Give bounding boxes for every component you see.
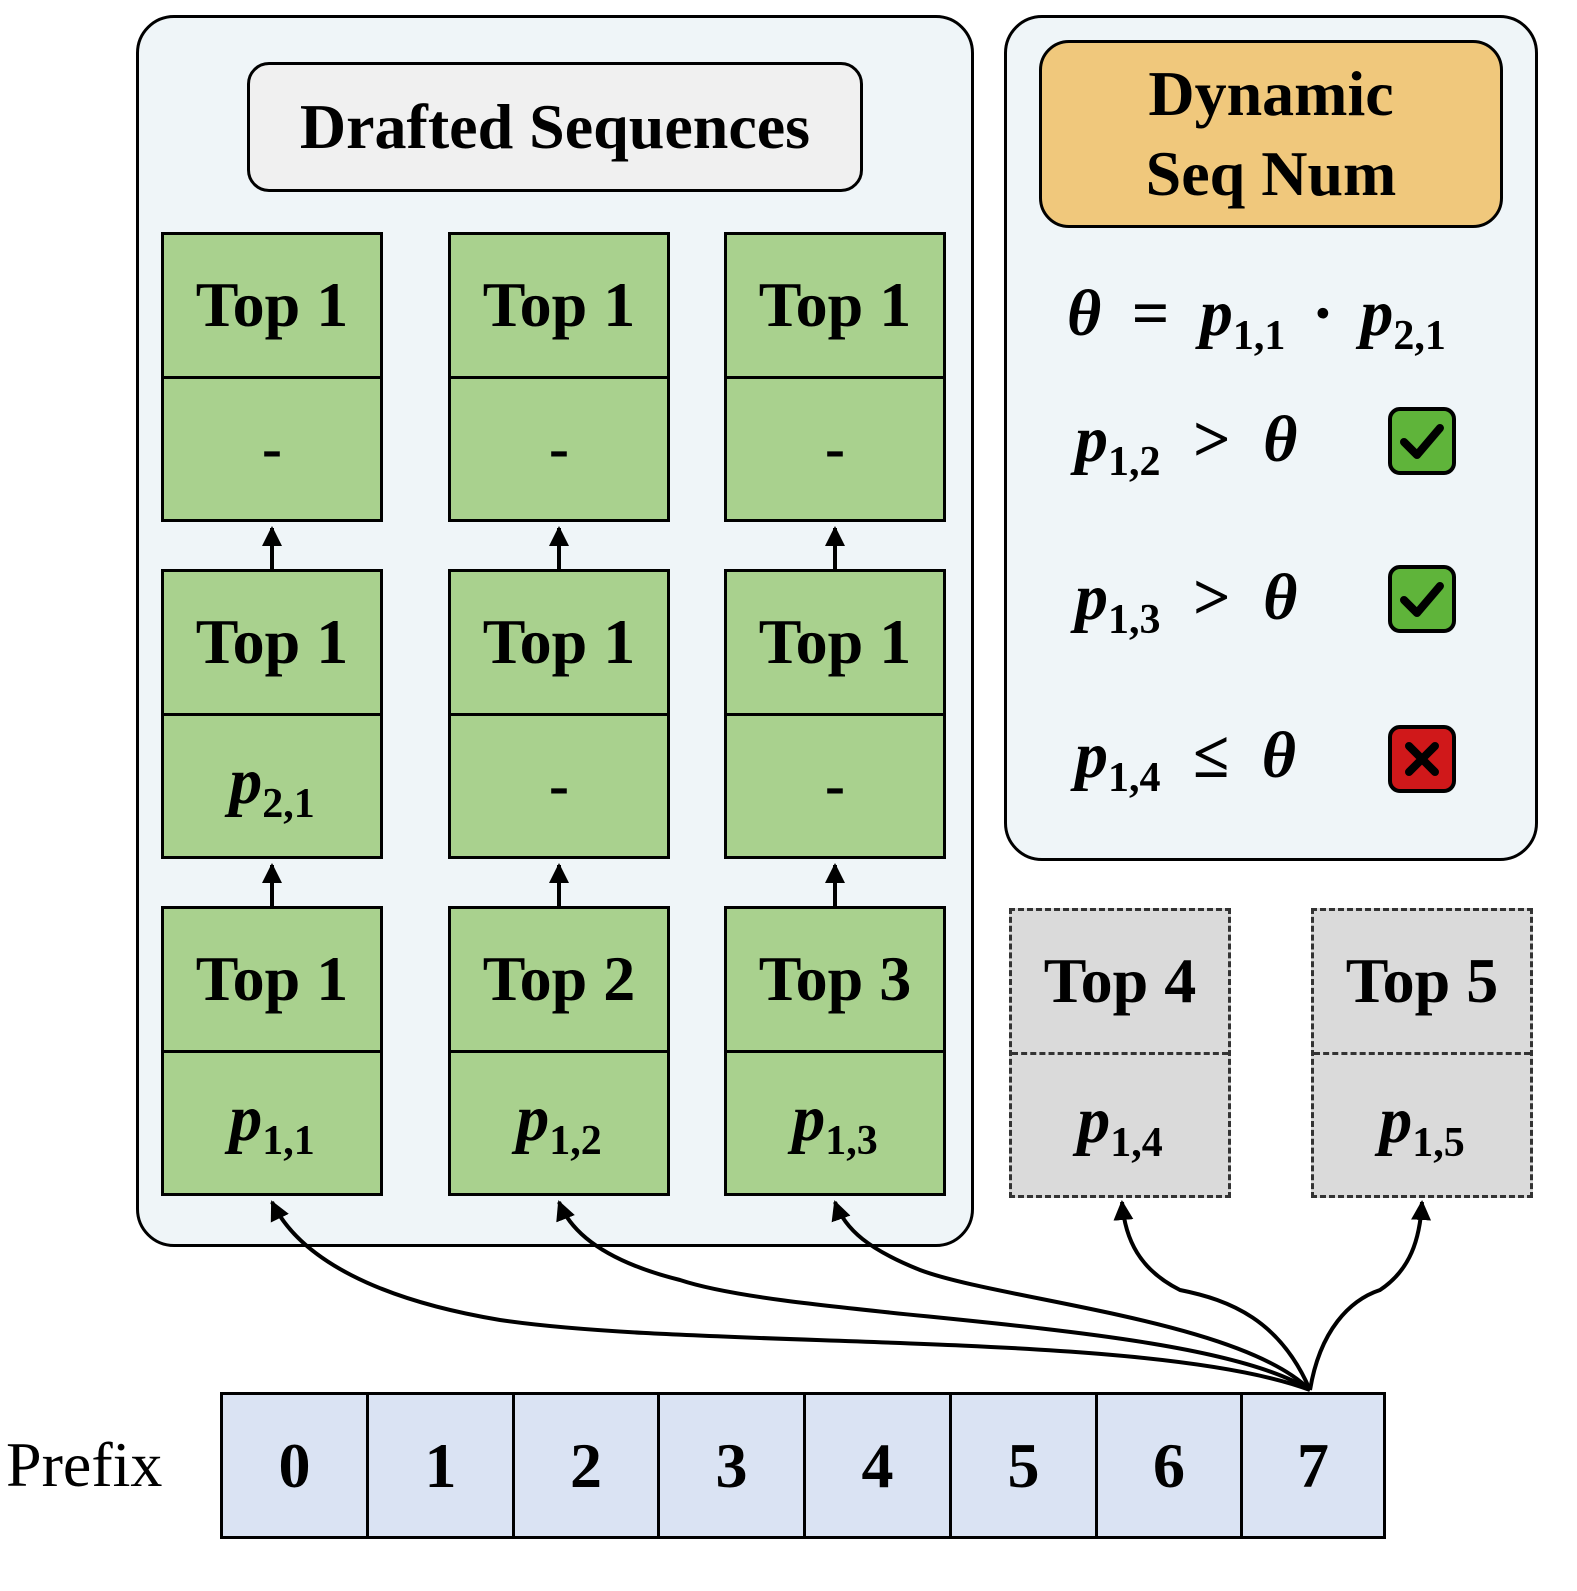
rank-label: Top 2 (451, 909, 667, 1053)
column-2-level-2-block: Top 1 - (448, 569, 670, 859)
empty-probability-cell: - (549, 752, 569, 819)
prefix-token: 2 (512, 1392, 660, 1539)
column-2-level-3-block: Top 1 - (448, 232, 670, 522)
column-1-level-3-block: Top 1 - (161, 232, 383, 522)
rank-label: Top 3 (727, 909, 943, 1053)
condition-2: p1,3 > θ (1075, 561, 1298, 643)
column-3-level-1-block: Top 3 p1,3 (724, 906, 946, 1196)
column-2-level-1-block: Top 2 p1,2 (448, 906, 670, 1196)
prefix-token: 6 (1095, 1392, 1243, 1539)
probability-cell: p1,5 (1379, 1083, 1465, 1166)
rank-label: Top 5 (1314, 911, 1530, 1055)
empty-probability-cell: - (262, 415, 282, 482)
dynamic-title-line-2: Seq Num (1145, 138, 1397, 209)
theta-definition: θ = p1,1 · p2,1 (1067, 277, 1446, 359)
top-4-candidate-block: Top 4 p1,4 (1009, 908, 1231, 1198)
top-5-candidate-block: Top 5 p1,5 (1311, 908, 1533, 1198)
condition-3: p1,4 ≤ θ (1075, 719, 1296, 801)
rank-label: Top 1 (164, 909, 380, 1053)
dynamic-title-line-1: Dynamic (1148, 58, 1394, 129)
rank-label: Top 1 (727, 572, 943, 716)
dynamic-seq-num-title: Dynamic Seq Num (1039, 40, 1503, 228)
arrow-to-top1 (270, 1200, 1311, 1392)
probability-cell: p2,1 (229, 744, 315, 827)
arrow-to-top4 (1113, 1200, 1312, 1391)
condition-1: p1,2 > θ (1075, 403, 1298, 485)
probability-cell: p1,4 (1077, 1083, 1163, 1166)
column-3-level-3-block: Top 1 - (724, 232, 946, 522)
rank-label: Top 1 (727, 235, 943, 379)
arrow-to-top2 (556, 1200, 1312, 1392)
drafted-sequences-title: Drafted Sequences (247, 62, 863, 192)
prefix-label: Prefix (6, 1429, 163, 1500)
empty-probability-cell: - (825, 415, 845, 482)
rank-label: Top 1 (451, 235, 667, 379)
column-1-level-1-block: Top 1 p1,1 (161, 906, 383, 1196)
column-3-level-2-block: Top 1 - (724, 569, 946, 859)
rank-label: Top 1 (451, 572, 667, 716)
probability-cell: p1,2 (516, 1081, 602, 1164)
empty-probability-cell: - (825, 752, 845, 819)
check-icon (1388, 565, 1456, 633)
prefix-token: 4 (803, 1392, 952, 1539)
prefix-token: 1 (366, 1392, 515, 1539)
cross-icon (1388, 725, 1456, 793)
check-icon (1388, 407, 1456, 475)
prefix-token: 7 (1240, 1392, 1386, 1539)
empty-probability-cell: - (549, 415, 569, 482)
column-1-level-2-block: Top 1 p2,1 (161, 569, 383, 859)
rank-label: Top 1 (164, 235, 380, 379)
arrow-to-top5 (1308, 1200, 1432, 1391)
probability-cell: p1,3 (792, 1081, 878, 1164)
arrow-to-top3 (831, 1200, 1312, 1392)
prefix-token: 5 (949, 1392, 1098, 1539)
rank-label: Top 1 (164, 572, 380, 716)
rank-label: Top 4 (1012, 911, 1228, 1055)
probability-cell: p1,1 (229, 1081, 315, 1164)
